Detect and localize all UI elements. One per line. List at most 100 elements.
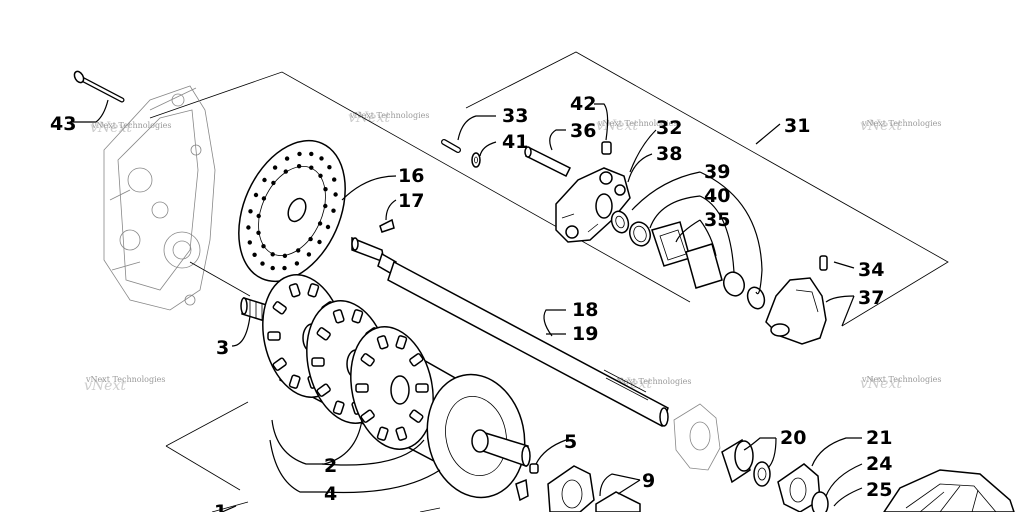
disc-hole	[271, 180, 276, 186]
callout-9: 9	[642, 470, 655, 492]
disc-hole	[261, 196, 267, 201]
callout-35: 35	[704, 209, 730, 231]
piston-39	[628, 221, 652, 247]
callout-36: 36	[570, 120, 596, 142]
bearing-flange-housing	[673, 403, 721, 471]
callout-43: 43	[50, 113, 76, 135]
svg-text:vNext: vNext	[860, 118, 902, 134]
watermark-text: vNext Technologies	[349, 111, 429, 120]
callout-3: 3	[216, 337, 229, 359]
disc-hole	[294, 261, 300, 266]
disc-hole	[261, 244, 266, 249]
callout-2: 2	[324, 455, 337, 477]
disc-hole	[282, 253, 288, 258]
watermark-text: vNext Technologies	[611, 377, 691, 386]
disc-hole	[284, 156, 290, 161]
brake-disc-16	[238, 139, 346, 283]
brake-pad-35-b	[685, 243, 723, 289]
disc-hole	[283, 169, 288, 174]
disc-hole	[270, 265, 275, 271]
drive-sprocket-drum	[262, 274, 531, 499]
disc-hole	[247, 240, 252, 245]
disc-hole	[270, 252, 275, 257]
callout-25: 25	[866, 479, 892, 501]
disc-hole	[325, 224, 331, 230]
callout-33: 33	[502, 105, 528, 127]
disc-hole	[297, 151, 302, 157]
disc-hole	[332, 177, 337, 182]
callout-41: 41	[502, 131, 528, 153]
callout-34: 34	[858, 259, 884, 281]
disc-hole	[246, 225, 251, 230]
disc-hole	[296, 248, 301, 253]
oring-39b	[746, 286, 766, 310]
washer-41	[471, 152, 481, 168]
callout-40: 40	[704, 185, 730, 207]
disc-hole	[309, 165, 314, 170]
callout-24: 24	[866, 453, 892, 475]
callout-38: 38	[656, 143, 682, 165]
callout-labels: 43 16 17 3 18 19 33 41 36 42 32 38 39 40…	[50, 93, 892, 512]
callout-4: 4	[324, 483, 337, 505]
disc-hole	[252, 252, 257, 257]
watermark-text: vNext Technologies	[85, 375, 165, 384]
callout-17: 17	[398, 190, 424, 212]
callout-42: 42	[570, 93, 596, 115]
idler-wheel	[883, 469, 1015, 512]
group-bracket-31	[465, 51, 949, 327]
disc-hole	[282, 265, 287, 271]
bolt-33	[441, 139, 461, 153]
callout-18: 18	[572, 299, 598, 321]
disc-hole	[296, 164, 302, 169]
oring-38	[610, 210, 630, 234]
disc-hole	[317, 221, 323, 226]
flange-21	[777, 463, 821, 512]
disc-hole	[253, 192, 259, 198]
bolt-43	[73, 70, 125, 103]
key-17	[379, 218, 395, 233]
brake-pad-35-a	[651, 221, 691, 267]
disc-hole	[260, 261, 265, 266]
callout-37: 37	[858, 287, 884, 309]
svg-text:vNext: vNext	[348, 110, 390, 126]
watermark-text: vNext Technologies	[861, 375, 941, 384]
disc-hole	[331, 208, 336, 213]
callout-1: 1	[214, 501, 227, 512]
callout-21: 21	[866, 427, 892, 449]
disc-hole	[323, 187, 328, 192]
disc-hole	[256, 230, 261, 235]
svg-text:vNext: vNext	[84, 378, 126, 394]
disc-hole	[308, 236, 313, 242]
disc-hole	[248, 209, 253, 214]
bearing-housing-9	[515, 465, 641, 512]
disc-hole	[262, 177, 267, 183]
fitting-42	[601, 141, 612, 155]
watermark-text: vNext Technologies	[91, 121, 171, 130]
callout-39: 39	[704, 161, 730, 183]
svg-text:vNext: vNext	[860, 376, 902, 392]
callout-32: 32	[656, 117, 682, 139]
chaincase-housing	[103, 85, 216, 311]
bleeder-34	[819, 255, 828, 271]
watermark-text: vNext Technologies	[861, 119, 941, 128]
caliper-bracket-32	[555, 167, 631, 243]
disc-hole	[306, 252, 312, 257]
group-bracket-track-drive	[165, 401, 441, 512]
disc-hole	[272, 165, 278, 170]
sprocket-wheel	[350, 326, 434, 450]
callout-5: 5	[564, 431, 577, 453]
disc-hole	[333, 192, 338, 197]
callout-19: 19	[572, 323, 598, 345]
watermark-text: vNext Technologies	[597, 119, 677, 128]
disc-hole	[319, 156, 324, 161]
svg-text:vNext: vNext	[90, 120, 132, 136]
leader-lines	[70, 99, 863, 512]
caliper-body-37	[765, 277, 827, 345]
bolt-5	[529, 463, 539, 474]
pin-36	[524, 146, 572, 178]
bearing-20	[721, 438, 771, 487]
piston-40	[722, 271, 746, 297]
drive-shaft-18	[351, 236, 669, 428]
disc-hole	[317, 239, 322, 245]
